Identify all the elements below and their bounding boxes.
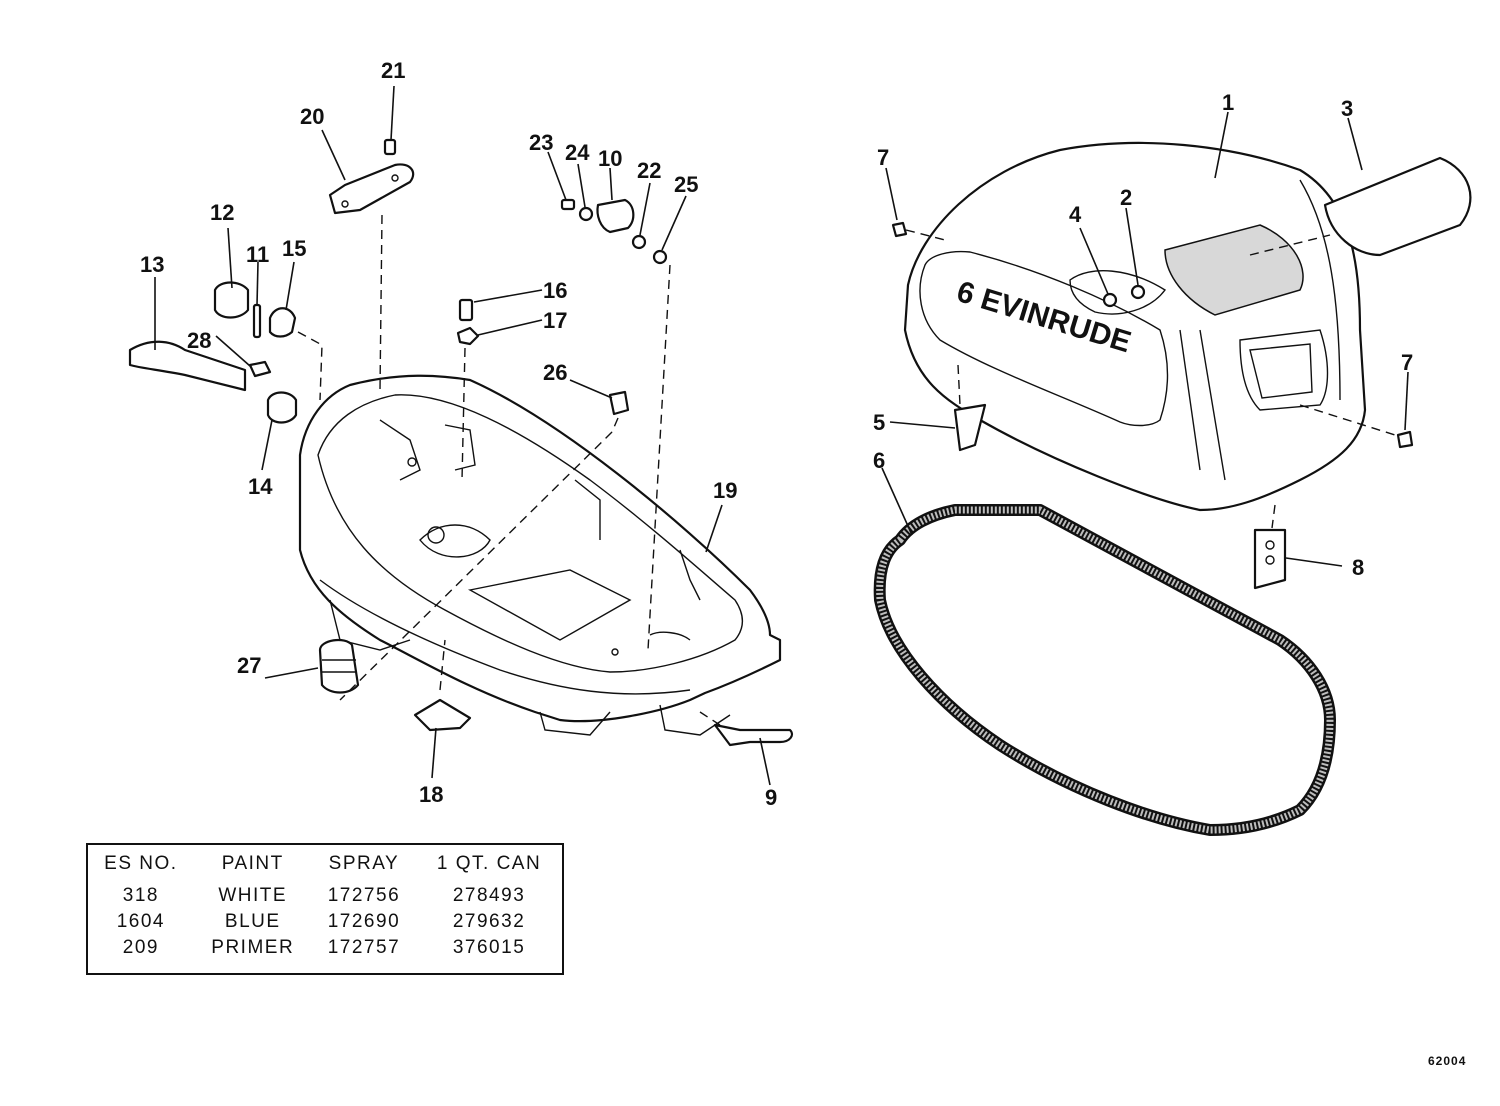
cell-qt-can: 278493 (452, 885, 526, 906)
cell-es-no: 318 (122, 885, 159, 906)
cell-es-no: 1604 (116, 911, 165, 932)
cell-qt-can: 279632 (452, 911, 526, 932)
part-label-10: 10 (598, 146, 622, 171)
paint-table-grid: ES NO. PAINT SPRAY 1 QT. CAN 318 WHITE 1… (88, 849, 562, 961)
cover-seal-gasket (873, 504, 1336, 836)
part-label-16: 16 (543, 278, 567, 303)
part-label-8: 8 (1352, 555, 1364, 580)
lower-motor-cover (298, 374, 782, 736)
cell-paint: BLUE (224, 911, 281, 932)
part-label-5: 5 (873, 410, 885, 435)
part-label-4: 4 (1069, 202, 1082, 227)
part-label-17: 17 (543, 308, 567, 333)
part-label-28: 28 (187, 328, 211, 353)
part-label-9: 9 (765, 785, 777, 810)
part-label-25: 25 (674, 172, 698, 197)
part-number-labels: 1 2 3 4 5 6 7 7 8 9 10 11 12 13 14 15 16… (140, 58, 1413, 810)
part-label-7-top: 7 (877, 145, 889, 170)
paint-table-header-row: ES NO. PAINT SPRAY 1 QT. CAN (88, 849, 562, 883)
part-label-19: 19 (713, 478, 737, 503)
part-label-11: 11 (246, 242, 269, 267)
part-label-21: 21 (381, 58, 405, 83)
part-label-15: 15 (282, 236, 306, 261)
cell-es-no: 209 (122, 937, 159, 958)
part-label-7-right: 7 (1401, 350, 1413, 375)
part-label-13: 13 (140, 252, 164, 277)
part-label-3: 3 (1341, 96, 1353, 121)
cell-spray: 172757 (327, 937, 401, 958)
small-parts (128, 138, 1472, 747)
part-label-26: 26 (543, 360, 567, 385)
cell-spray: 172756 (327, 885, 401, 906)
part-label-22: 22 (637, 158, 661, 183)
part-label-18: 18 (419, 782, 443, 807)
part-label-23: 23 (529, 130, 553, 155)
header-qt-can: 1 QT. CAN (436, 853, 542, 874)
table-row: 318 WHITE 172756 278493 (88, 883, 562, 909)
cell-spray: 172690 (327, 911, 401, 932)
leader-lines (154, 85, 1409, 786)
header-es-no: ES NO. (104, 853, 178, 874)
table-row: 209 PRIMER 172757 376015 (88, 935, 562, 961)
cell-paint: WHITE (218, 885, 288, 906)
drawing-number: 62004 (1428, 1054, 1467, 1068)
cell-qt-can: 376015 (452, 937, 526, 958)
table-row: 1604 BLUE 172690 279632 (88, 909, 562, 935)
part-label-6: 6 (873, 448, 885, 473)
part-label-14: 14 (248, 474, 273, 499)
cell-paint: PRIMER (211, 937, 295, 958)
part-label-24: 24 (565, 140, 590, 165)
paint-spec-table: ES NO. PAINT SPRAY 1 QT. CAN 318 WHITE 1… (86, 843, 564, 975)
part-label-1: 1 (1222, 90, 1234, 115)
part-label-20: 20 (300, 104, 324, 129)
header-spray: SPRAY (328, 853, 400, 874)
part-label-2: 2 (1120, 185, 1132, 210)
header-paint: PAINT (221, 853, 284, 874)
part-label-27: 27 (237, 653, 261, 678)
motor-cover: 6 EVINRUDE (903, 141, 1367, 512)
part-label-12: 12 (210, 200, 234, 225)
